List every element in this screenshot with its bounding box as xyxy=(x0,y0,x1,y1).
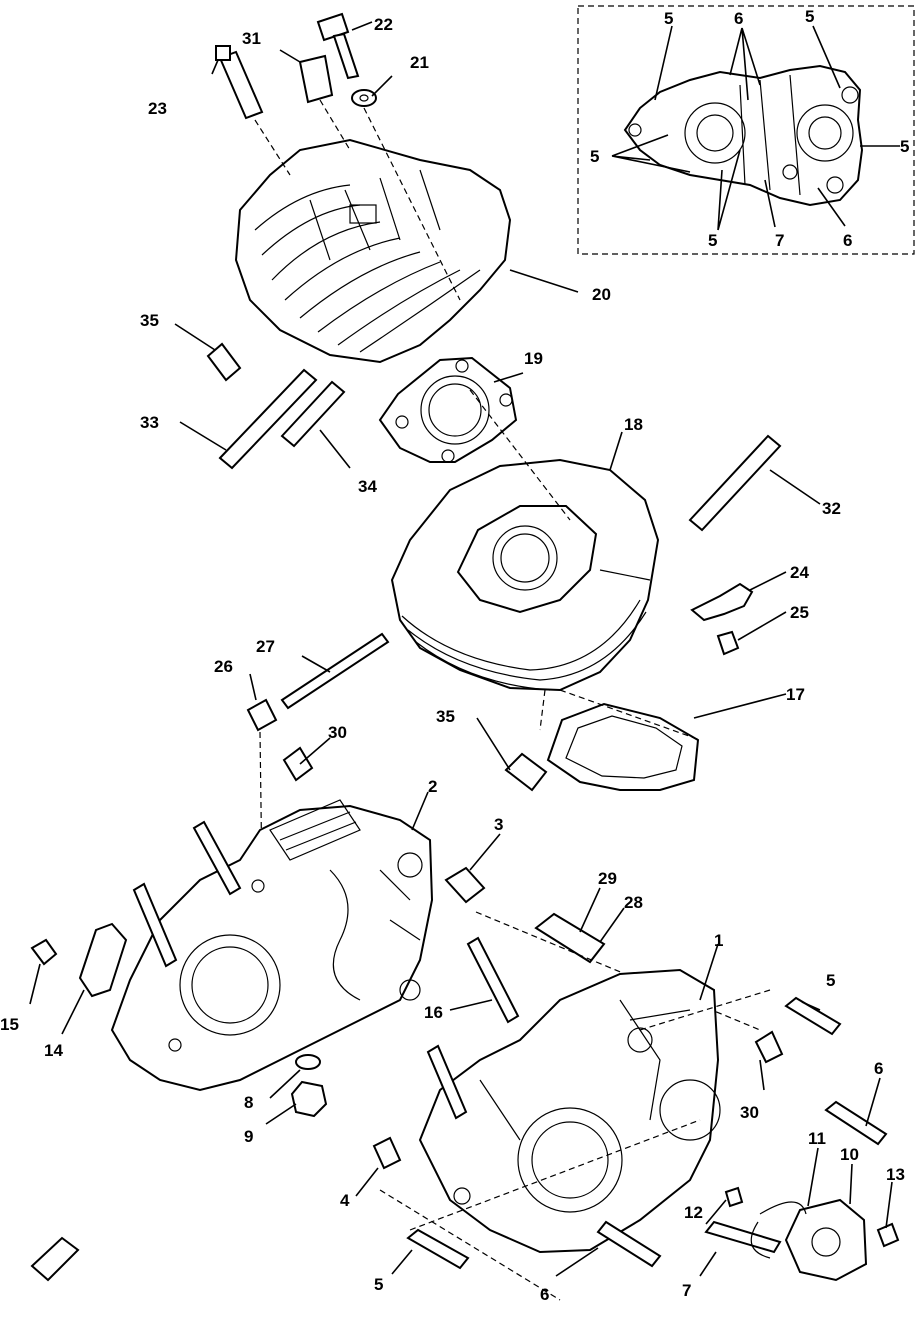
callout-21: 21 xyxy=(410,53,429,72)
head-gasket xyxy=(378,356,518,463)
callout-17: 17 xyxy=(786,685,805,704)
callout-27: 27 xyxy=(256,637,275,656)
callout-24: 24 xyxy=(790,563,809,582)
cylinder xyxy=(390,389,660,731)
callout-33: 33 xyxy=(140,413,159,432)
callout-10: 10 xyxy=(840,1145,859,1164)
inset-callout-7-bottom: 7 xyxy=(775,231,784,250)
callout-14: 14 xyxy=(44,1041,63,1060)
callout-20: 20 xyxy=(592,285,611,304)
bolt-5-upper xyxy=(784,996,842,1036)
inset-callout-5-left: 5 xyxy=(590,147,599,166)
collar-4 xyxy=(372,1136,402,1170)
stud-bolt-32 xyxy=(688,434,782,532)
pump-screw-13 xyxy=(876,1222,900,1248)
callout-15: 15 xyxy=(0,1015,19,1034)
inset-callout-6-bottom: 6 xyxy=(843,231,852,250)
head-washer xyxy=(351,89,461,301)
bushing xyxy=(444,866,486,904)
callout-5-lower: 5 xyxy=(374,1275,383,1294)
crankcase-bolt-inset: 5 6 5 5 5 5 7 6 xyxy=(577,5,915,255)
retainer-plate xyxy=(78,922,128,998)
callout-19: 19 xyxy=(524,349,543,368)
drain-plug xyxy=(290,1080,328,1118)
callout-18: 18 xyxy=(624,415,643,434)
callout-13: 13 xyxy=(886,1165,905,1184)
callout-32: 32 xyxy=(822,499,841,518)
callout-7-lower: 7 xyxy=(682,1281,691,1300)
cylinder-head xyxy=(234,138,512,364)
pump-screw-12 xyxy=(724,1186,744,1208)
callout-26: 26 xyxy=(214,657,233,676)
bracket-bolt xyxy=(716,630,740,656)
bolt-7-lower xyxy=(704,1220,782,1254)
stud-left-2 xyxy=(132,882,178,968)
callout-6-lower: 6 xyxy=(540,1285,549,1304)
callout-35-lower: 35 xyxy=(436,707,455,726)
fitting-26 xyxy=(246,698,278,881)
drain-washer xyxy=(295,1054,321,1070)
callout-30-lower: 30 xyxy=(740,1103,759,1122)
callout-2: 2 xyxy=(428,777,437,796)
bolt-6-upper xyxy=(824,1100,888,1146)
callout-12: 12 xyxy=(684,1203,703,1222)
right-crankcase xyxy=(418,968,721,1254)
callout-11: 11 xyxy=(808,1129,826,1148)
head-bolt xyxy=(316,12,360,80)
inset-callout-5-top-left: 5 xyxy=(664,9,673,28)
callout-1: 1 xyxy=(714,931,723,950)
dowel-pin-lower xyxy=(504,752,548,792)
callout-6-right: 6 xyxy=(874,1059,883,1078)
stud-bolt-16 xyxy=(466,936,520,1024)
dowel-pin-upper xyxy=(206,342,242,382)
callout-5-right: 5 xyxy=(826,971,835,990)
callout-30-upper: 30 xyxy=(328,723,347,742)
callout-28: 28 xyxy=(624,893,643,912)
temperature-sender xyxy=(298,54,351,151)
callout-22: 22 xyxy=(374,15,393,34)
inset-callout-5-top-right: 5 xyxy=(805,7,814,26)
inset-callout-6-top: 6 xyxy=(734,9,743,28)
left-crankcase xyxy=(110,799,434,1092)
callout-16: 16 xyxy=(424,1003,443,1022)
callout-29: 29 xyxy=(598,869,617,888)
callout-8: 8 xyxy=(244,1093,253,1112)
callout-35-upper: 35 xyxy=(140,311,159,330)
stud-right-1 xyxy=(426,1044,468,1120)
callout-4: 4 xyxy=(340,1191,350,1210)
callout-23: 23 xyxy=(148,99,167,118)
retainer-nut xyxy=(30,938,58,966)
base-gasket xyxy=(546,689,701,791)
bolt-6-lower xyxy=(596,1220,662,1268)
bolt-5-lower xyxy=(406,1228,470,1270)
collar-30-lower xyxy=(754,1030,784,1064)
callout-31: 31 xyxy=(242,29,261,48)
collar-30-upper xyxy=(282,746,314,782)
spark-plug xyxy=(215,45,291,176)
stud-left-1 xyxy=(192,820,242,896)
callout-25-right: 25 xyxy=(790,603,809,622)
shaft-sleeve xyxy=(534,912,606,964)
callout-3: 3 xyxy=(494,815,503,834)
callout-34: 34 xyxy=(358,477,377,496)
oil-pump xyxy=(750,1198,868,1282)
inset-callout-5-right: 5 xyxy=(900,137,909,156)
callout-9: 9 xyxy=(244,1127,253,1146)
stud-bolt-34 xyxy=(280,380,346,448)
front-direction-mark xyxy=(30,1236,80,1282)
inset-callout-5-bottom: 5 xyxy=(708,231,717,250)
mounting-bracket xyxy=(690,582,754,622)
stud-bolt-33 xyxy=(218,368,318,470)
rod-27 xyxy=(280,632,390,710)
